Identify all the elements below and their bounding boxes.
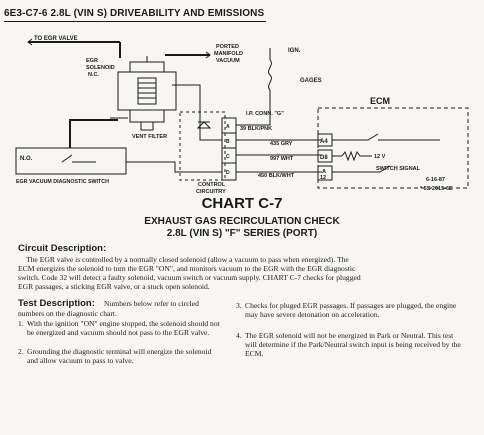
test-item-number: 1.	[18, 319, 24, 328]
test-item-3: 3. Checks for pluged EGR passages. If pa…	[236, 301, 462, 319]
egr-wiring-diagram: TO EGR VALVE EGR SOLENOID N.C. PORTED MA…	[15, 36, 469, 195]
vacuum-switch-hose	[69, 119, 118, 148]
gages-label: GAGES	[300, 78, 322, 84]
ported-vacuum-label-2: MANIFOLD	[214, 51, 243, 57]
test-item-text: With the ignition "ON" engine stopped, t…	[27, 319, 220, 337]
egr-solenoid-label-2: SOLENOID	[86, 65, 115, 71]
conn-pin-b-label: B	[226, 139, 230, 145]
to-egr-valve-label: TO EGR VALVE	[34, 36, 78, 42]
test-item-1: 1. With the ignition "ON" engine stopped…	[18, 319, 223, 337]
test-note-line1: Numbers below refer to circled	[104, 299, 199, 308]
ported-vacuum-label-3: VACUUM	[216, 58, 240, 64]
circuit-description-text: The EGR valve is controlled by a normall…	[18, 255, 361, 291]
ecm-box	[317, 107, 469, 189]
ported-vacuum-label-1: PORTED	[216, 44, 239, 50]
circuit-line: The EGR valve is controlled by a normall…	[26, 255, 349, 264]
wire-450-label: 450 BLK/WHT	[258, 173, 295, 179]
conn-pin-c-label: C	[226, 154, 230, 160]
egr-vac-switch-label: EGR VACUUM DIAGNOSTIC SWITCH	[16, 179, 109, 185]
ip-conn-label: I.P. CONN. "G"	[246, 111, 284, 117]
circuit-line: ECM energizes the solenoid to turn the E…	[18, 264, 356, 273]
wire-39-label: 39 BLK/PNK	[240, 126, 272, 132]
date-label: 6-16-87	[426, 177, 445, 183]
chart-engine-label: 2.8L (VIN S) "F" SERIES (PORT)	[166, 228, 318, 239]
egr-solenoid	[117, 56, 177, 131]
conn-pin-a-label: A	[226, 124, 230, 130]
ign-label: IGN.	[288, 48, 301, 54]
no-switch-label: N.O.	[20, 156, 33, 162]
pin-a12-label-1: A	[322, 169, 326, 175]
control-circuitry-label-2: CIRCUITRY	[196, 189, 226, 195]
pin-a4-label: A4	[320, 139, 328, 145]
control-circuitry-box	[179, 111, 226, 181]
ref-label: * 5S 2015-6E	[420, 186, 453, 192]
test-item-text: The EGR solenoid will not be energized i…	[245, 331, 461, 358]
ecm-pin-a12	[317, 165, 333, 181]
test-item-number: 3.	[236, 301, 242, 310]
test-note-line2: numbers on the diagnostic chart.	[18, 309, 117, 318]
test-item-text: Checks for pluged EGR passages. If passa…	[245, 301, 457, 319]
test-item-number: 4.	[236, 331, 242, 340]
pin-a12-label-2: 12	[320, 175, 326, 181]
test-description-heading: Test Description:	[18, 298, 95, 309]
diode-icon	[196, 121, 212, 129]
control-circuitry-label-1: CONTROL	[198, 182, 226, 188]
page-header: 6E3-C7-6 2.8L (VIN S) DRIVEABILITY AND E…	[4, 8, 265, 19]
fuse-icon	[268, 59, 272, 91]
ecm-driver-switch	[332, 133, 379, 141]
header-rule	[4, 21, 266, 22]
pin-d8-label: D8	[320, 155, 328, 161]
resistor-icon	[341, 150, 361, 162]
switch-signal-label: SWITCH SIGNAL	[376, 166, 421, 172]
ecm-switch-signal-contact	[379, 165, 391, 173]
chart-subtitle: EXHAUST GAS RECIRCULATION CHECK	[144, 216, 340, 227]
test-item-number: 2.	[18, 347, 24, 356]
wire-435-label: 435 GRY	[270, 141, 293, 147]
egr-solenoid-label-3: N.C.	[88, 72, 99, 78]
circuit-line: EGR passages, a sticking EGR valve, or a…	[18, 282, 210, 291]
test-item-2: 2. Grounding the diagnostic terminal wil…	[18, 347, 223, 365]
ecm-label: ECM	[370, 96, 390, 106]
egr-vacuum-diagnostic-switch	[15, 147, 127, 175]
circuit-line: switch. Code 32 will detect a faulty sol…	[18, 273, 361, 282]
ignition-wire-39	[236, 90, 271, 126]
chart-title: CHART C-7	[201, 195, 283, 212]
i-p-connector-g	[221, 117, 237, 181]
wire-997-label: 997 WHT	[270, 156, 294, 162]
vacuum-switch-wire	[126, 161, 222, 173]
conn-pin-d-label: D	[226, 170, 230, 176]
test-item-4: 4. The EGR solenoid will not be energize…	[236, 331, 462, 358]
v12-label: 12 V	[374, 154, 386, 160]
test-item-text: Grounding the diagnostic terminal will e…	[27, 347, 212, 365]
arrow-icon	[205, 51, 211, 59]
arrow-icon	[27, 38, 33, 46]
vent-filter-label: VENT FILTER	[132, 134, 167, 140]
circuit-description-heading: Circuit Description:	[18, 243, 107, 254]
egr-solenoid-label-1: EGR	[86, 58, 98, 64]
